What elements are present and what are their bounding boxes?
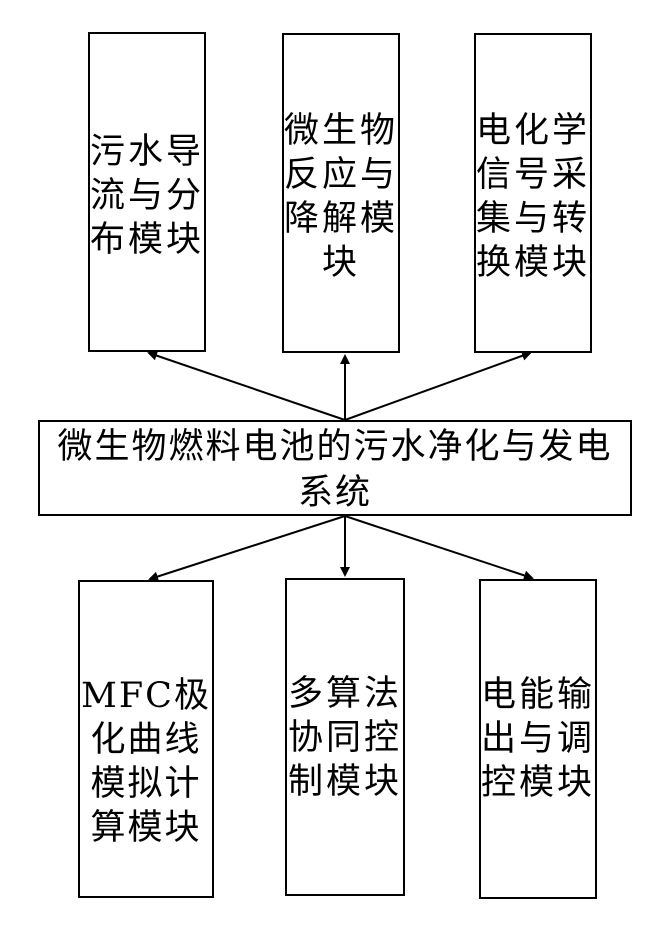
top-module-1: 污水导 流与分 布模块	[88, 32, 206, 352]
system-box: 微生物燃料电池的污水净化与发电系统	[38, 420, 632, 516]
system-label: 微生物燃料电池的污水净化与发电系统	[40, 424, 630, 516]
top-module-2-label: 微生物 反应与 降解模 块	[284, 109, 398, 285]
bottom-module-2-label: 多算法 协同控 制模块	[287, 672, 403, 804]
arrow-to-top-module-3	[345, 353, 530, 420]
bottom-module-3: 电能输 出与调 控模块	[479, 579, 597, 899]
arrow-to-bottom-module-1	[150, 516, 345, 579]
top-module-3-label: 电化学 信号采 集与转 换模块	[476, 109, 590, 285]
bottom-module-1: MFC极 化曲线 模拟计 算模块	[78, 580, 214, 898]
bottom-module-1-label: MFC极 化曲线 模拟计 算模块	[80, 674, 212, 850]
arrow-to-bottom-module-3	[345, 516, 532, 578]
top-module-3: 电化学 信号采 集与转 换模块	[474, 33, 592, 353]
bottom-module-2: 多算法 协同控 制模块	[285, 578, 405, 896]
top-module-1-label: 污水导 流与分 布模块	[90, 130, 204, 262]
arrow-to-top-module-1	[149, 353, 345, 420]
top-module-2: 微生物 反应与 降解模 块	[282, 33, 400, 353]
bottom-module-3-label: 电能输 出与调 控模块	[481, 673, 595, 805]
